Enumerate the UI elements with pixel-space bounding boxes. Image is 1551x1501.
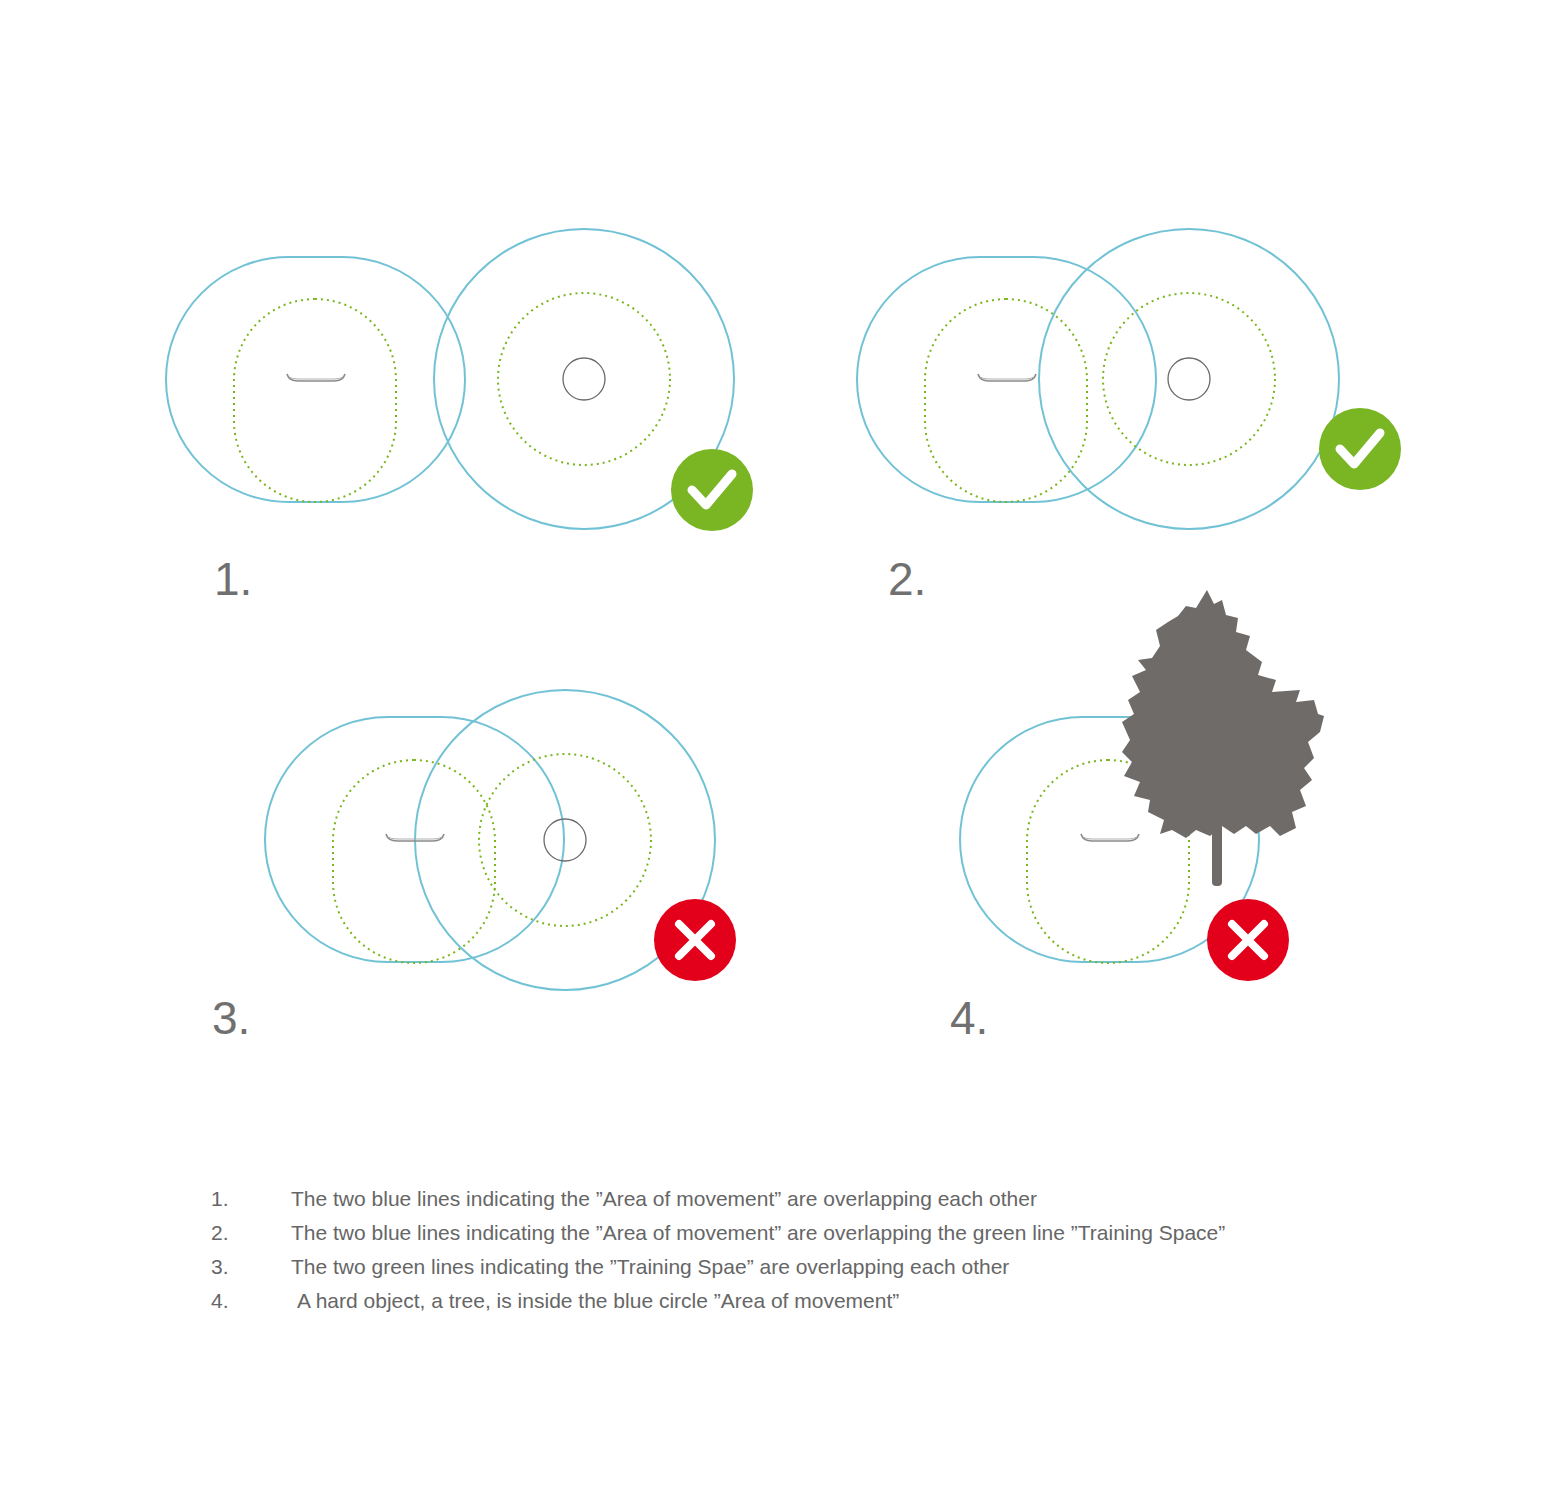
training-space [498,293,670,465]
tree [1122,590,1324,886]
training-space [479,754,651,926]
area-of-movement [166,257,465,502]
training-space [333,760,495,963]
note-number: 1. [211,1188,229,1209]
note-number: 4. [211,1290,229,1311]
training-space [1103,293,1275,465]
panel-number: 4. [950,995,988,1041]
fail-mark [1207,899,1289,981]
note-text: The two blue lines indicating the ”Area … [291,1188,1037,1209]
note-number: 2. [211,1222,229,1243]
note-text: The two green lines indicating the ”Trai… [291,1256,1009,1277]
note-number: 3. [211,1256,229,1277]
area-of-movement [265,717,564,962]
post-symbol [1168,358,1210,400]
area-of-movement [857,257,1156,502]
panel-number: 3. [212,995,250,1041]
fail-mark [654,899,736,981]
note-text: A hard object, a tree, is inside the blu… [297,1290,899,1311]
panel-number: 2. [888,556,926,602]
area-of-movement [1039,229,1339,529]
note-text: The two blue lines indicating the ”Area … [291,1222,1225,1243]
training-space [925,299,1087,502]
ok-mark [671,449,753,531]
post-symbol [563,358,605,400]
panel-number: 1. [214,556,252,602]
post-symbol [544,819,586,861]
ok-mark [1319,408,1401,490]
training-space [234,299,396,502]
